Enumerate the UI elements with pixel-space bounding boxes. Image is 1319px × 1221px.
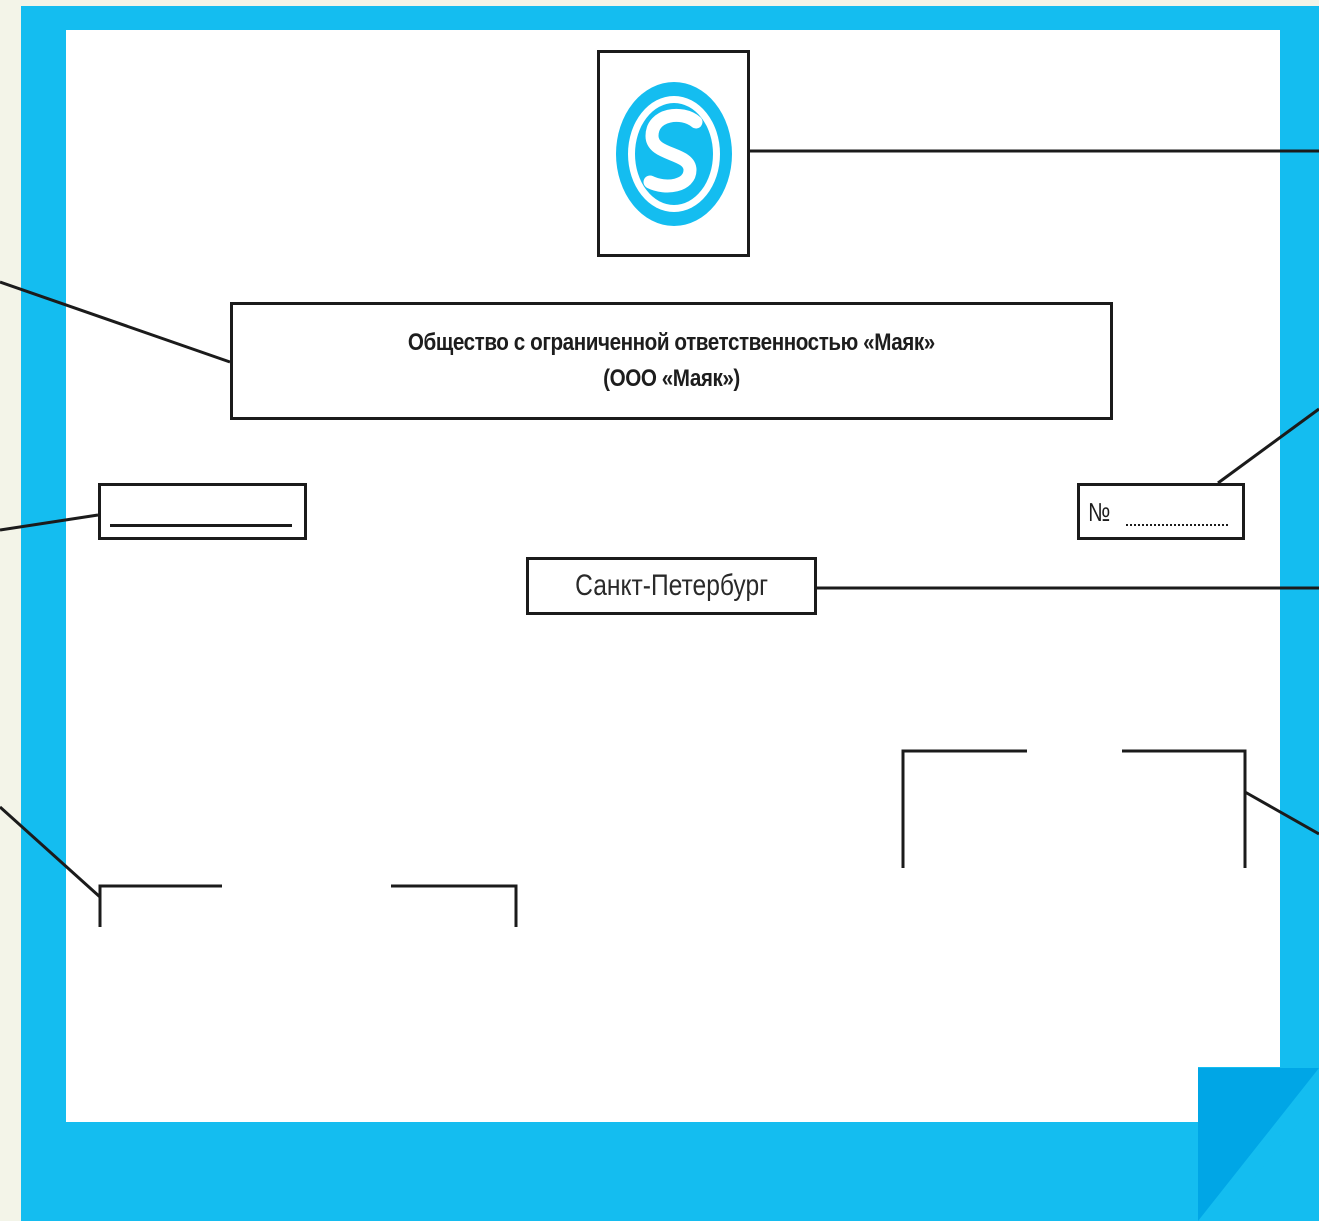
date-field-box: [98, 483, 307, 540]
city-box: Санкт-Петербург: [526, 557, 817, 615]
document-number-label: №: [1088, 496, 1111, 527]
organization-short-name: (ООО «Маяк»): [603, 365, 740, 392]
organization-full-name: Общество с ограниченной ответственностью…: [408, 329, 935, 356]
document-number-box: №: [1077, 483, 1245, 540]
s-circle-logo-icon: [615, 81, 732, 226]
document-number-blank-line: [1126, 524, 1228, 526]
date-blank-line: [110, 524, 292, 527]
organization-name-box: Общество с ограниченной ответственностью…: [230, 302, 1113, 420]
logo-box: [597, 50, 750, 257]
city-name: Санкт-Петербург: [575, 569, 768, 602]
